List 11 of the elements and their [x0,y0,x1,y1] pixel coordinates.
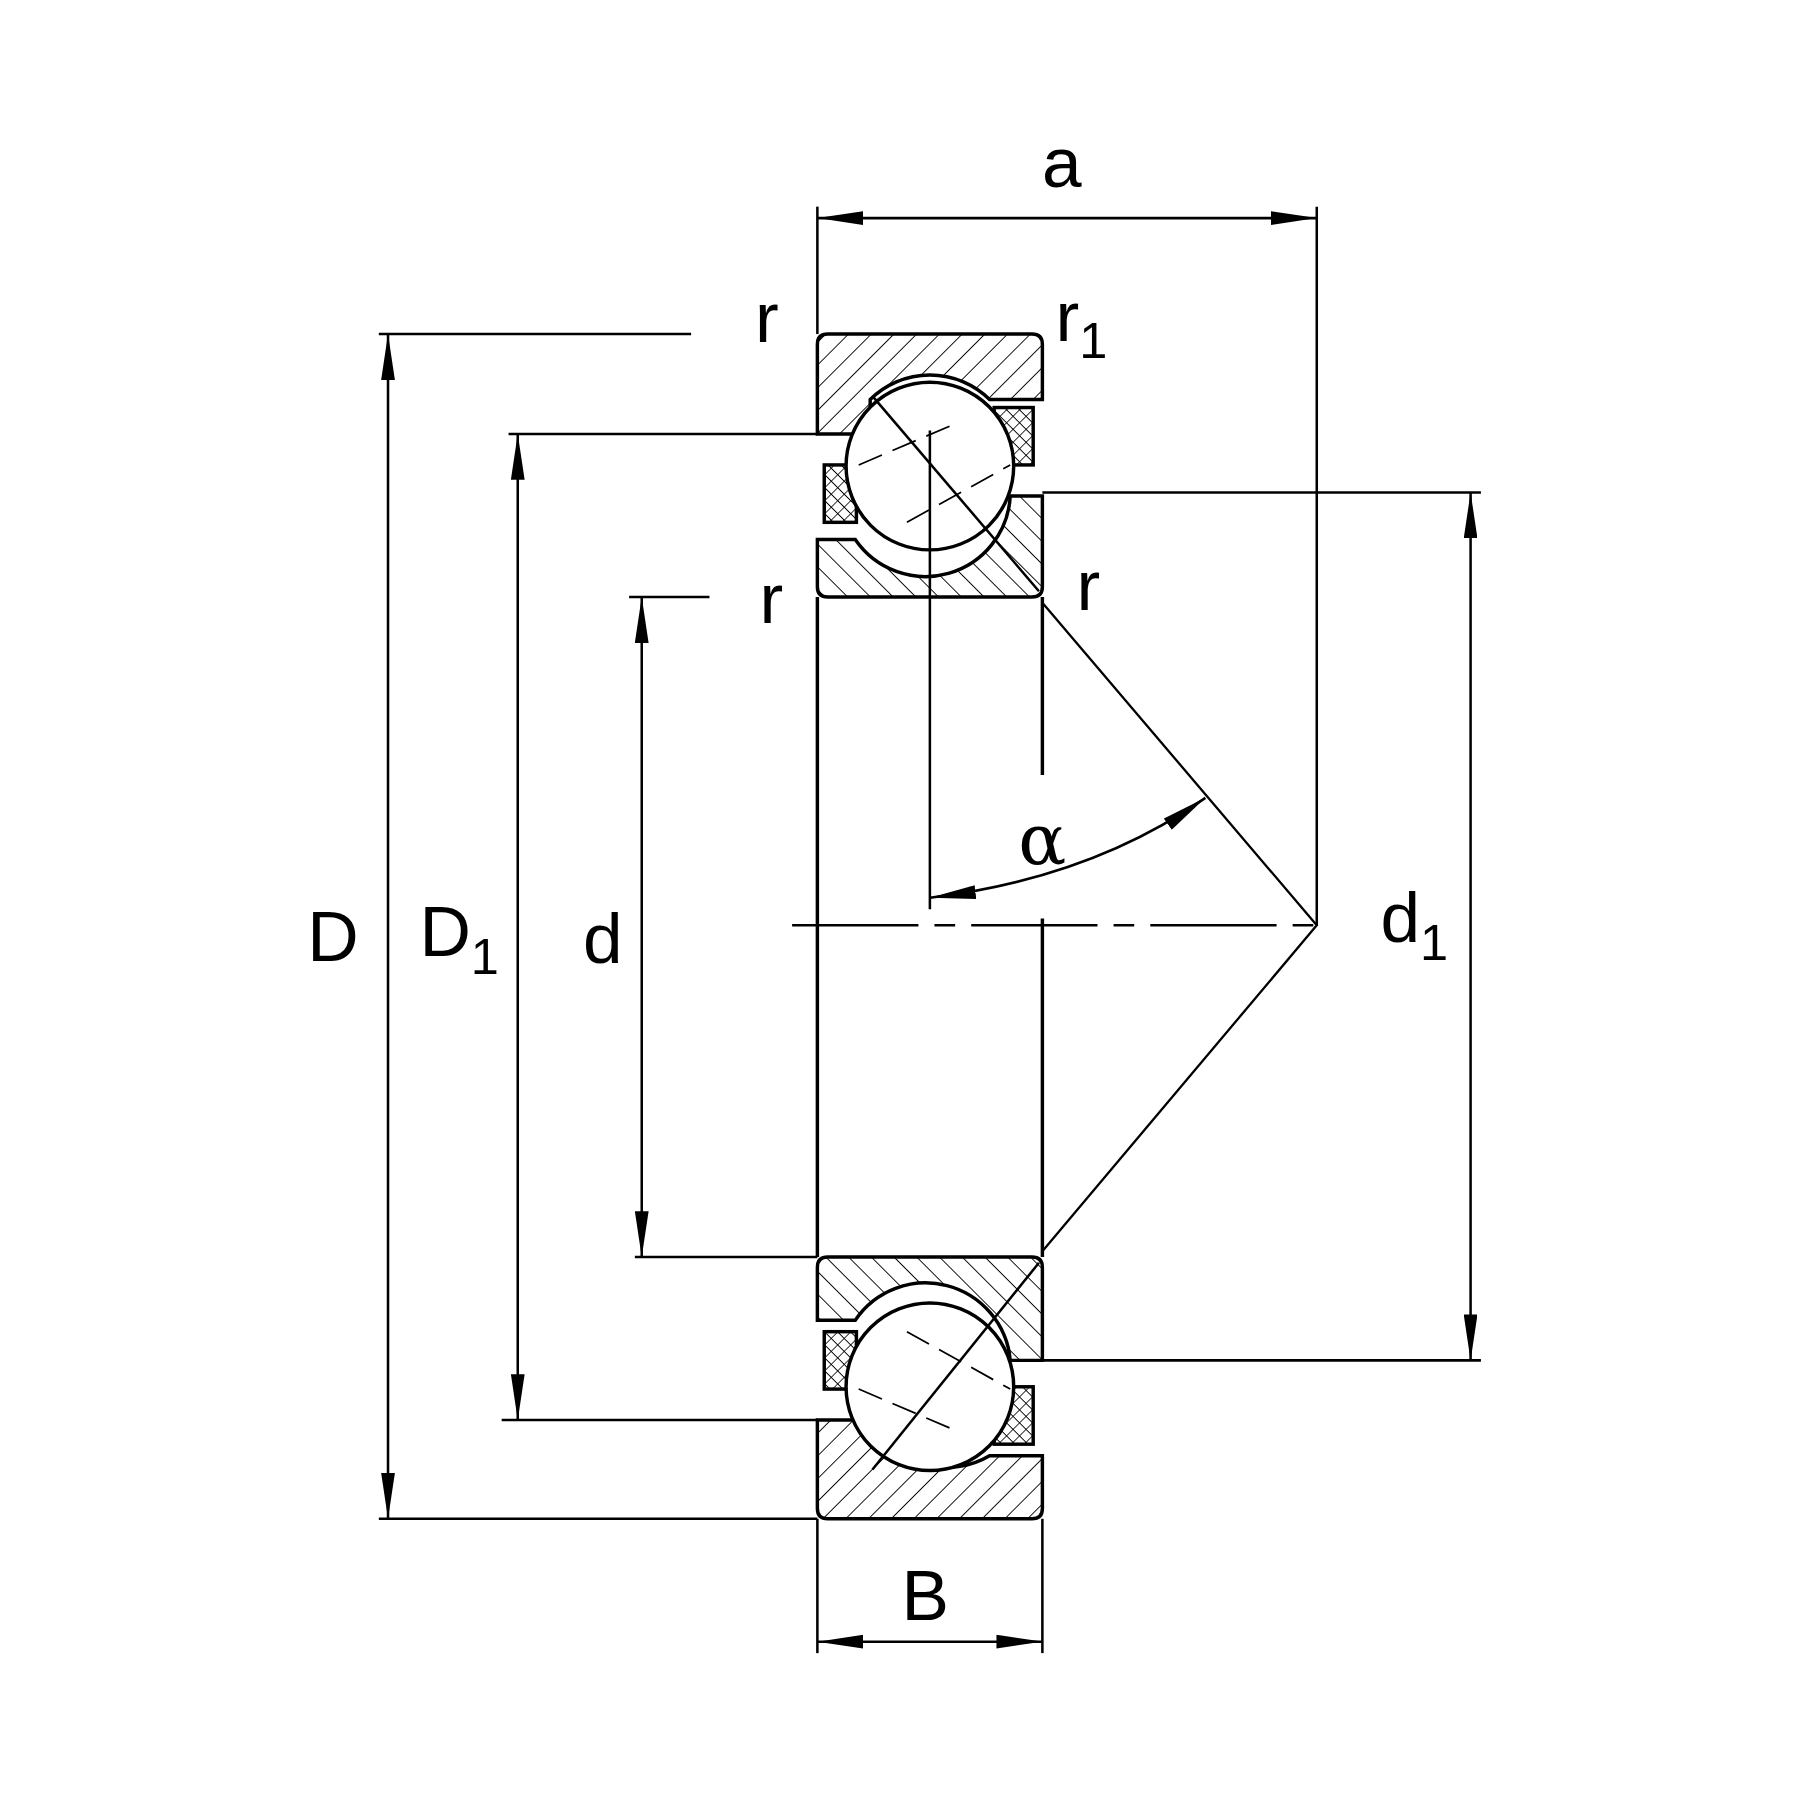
radius-label: r [759,563,784,635]
dimension-label: D$_{1}$ [419,896,499,982]
radius-label: r [755,282,779,354]
dimension-label: B [901,1560,950,1632]
radius-label: r$_{1}$ [1055,281,1108,367]
angle-label: α [1018,804,1067,876]
dimension-label: d [582,903,623,975]
radius-label: r [1076,549,1101,622]
dimension-label: d$_{1}$ [1380,882,1449,968]
dimension-label: a [1042,127,1082,199]
dimension-label: D [307,901,359,973]
